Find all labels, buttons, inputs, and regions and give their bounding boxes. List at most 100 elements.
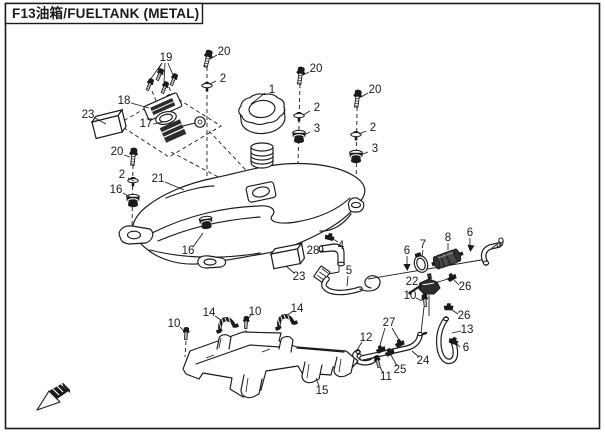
callout-number: 5 [346,265,352,277]
callout-leader-line [123,154,131,158]
callout-leader-line [453,279,460,286]
page-title: F13油箱/FUELTANK (METAL) [12,5,199,21]
part-callout-8: 8 [445,232,451,250]
part-callout-28: 28 [307,245,324,257]
part-callout-23: 23 [82,109,107,125]
part-hose-clip [394,338,405,348]
part-callout-10: 10 [404,290,423,302]
title-block: F13油箱/FUELTANK (METAL) [4,2,204,25]
fuel-filter-8 [431,248,464,270]
callout-leader-line [451,309,459,315]
part-flange-bolt [129,147,138,166]
part-hose-clip [384,347,395,357]
part-callout-24: 24 [411,350,430,367]
callout-number: 3 [314,123,320,135]
part-callout-3: 3 [360,143,378,156]
part-callout-2: 2 [209,73,226,85]
part-callout-7: 7 [420,239,426,258]
callout-number: 3 [372,143,378,155]
callout-number: 11 [380,371,392,383]
callout-leader-line [127,177,135,182]
callout-leader-line [163,62,166,84]
part-callout-26: 26 [453,279,471,293]
part-callout-19: 19 [149,52,174,84]
callout-number: 14 [203,307,216,319]
callout-number: 20 [218,46,231,58]
part-rubber-grommet [349,149,363,164]
callout-leader-line [214,315,222,321]
part-callout-2: 2 [119,169,135,182]
callout-number: 1 [269,84,275,96]
part-callout-17: 17 [140,118,164,130]
title-box [4,2,204,25]
callout-number: 10 [404,290,417,302]
part-callout-4: 4 [332,238,345,252]
callout-leader-line [209,54,218,60]
assembly-line [327,271,340,275]
fuel-sender-assembly [143,92,206,143]
callout-leader-line [346,275,349,287]
callout-number: 14 [291,303,304,315]
callout-number: 21 [152,173,165,185]
callout-number: 18 [118,95,131,107]
part-small-bolt [160,81,170,95]
part-flange-bolt [296,66,306,85]
filler-neck [250,142,274,169]
callout-leader-line [250,92,266,105]
callout-number: 2 [314,102,320,114]
callout-leader-line [415,297,423,302]
part-callout-23: 23 [285,265,305,283]
callout-leader-line [152,121,164,125]
hardware-layer [90,49,475,369]
callout-leader-line [167,62,174,76]
part-rubber-grommet [292,129,306,144]
part-flange-bolt [353,89,363,108]
heat-shield-15 [182,331,359,399]
callout-number: 9 [498,237,504,249]
part-callout-2: 2 [358,122,376,135]
callout-number: 6 [463,342,469,354]
fuel-tank-body [118,142,366,269]
hose-clamp-7 [413,252,429,273]
alignment-dashed-line [208,130,260,185]
part-callout-5: 5 [346,265,352,287]
diagram-art [36,92,502,411]
part-callout-27: 27 [379,317,400,346]
front-direction-icon [36,383,70,411]
part-small-bolt [242,316,250,330]
callout-number: 8 [445,232,451,244]
tank-ear-right [347,197,365,213]
fuel-valve-22 [408,273,441,295]
part-flange-bolt [203,49,213,68]
callout-number: 20 [310,63,323,75]
callout-number: 7 [420,239,426,251]
callout-leader-line [356,341,363,351]
outlet-elbow-9 [480,242,502,266]
callout-leader-line [209,80,217,85]
part-callout-11: 11 [379,366,392,383]
callout-number: 19 [160,52,173,64]
part-callout-20: 20 [209,46,231,60]
callout-number: 6 [467,227,473,239]
part-washer-nut [350,130,362,141]
tank-ear-bottom [197,255,227,269]
float-ball [194,116,206,128]
callout-leader-line [360,151,369,156]
callout-number: 15 [316,385,329,397]
tank-ear-left [118,225,154,245]
callout-leader-line [391,327,400,341]
callout-leader-line [315,377,320,387]
float-arm [182,122,196,127]
part-rubber-grommet [198,215,213,230]
callout-number: 4 [338,240,345,252]
part-callout-6: 6 [467,227,473,246]
callout-leader-line [451,330,462,334]
part-rubber-pad [90,108,127,140]
part-small-bolt [169,73,179,87]
part-callout-10: 10 [168,318,186,333]
part-direction-arrow-marker [467,244,475,253]
callout-number: 26 [458,310,471,322]
callout-leader-line [285,265,295,274]
